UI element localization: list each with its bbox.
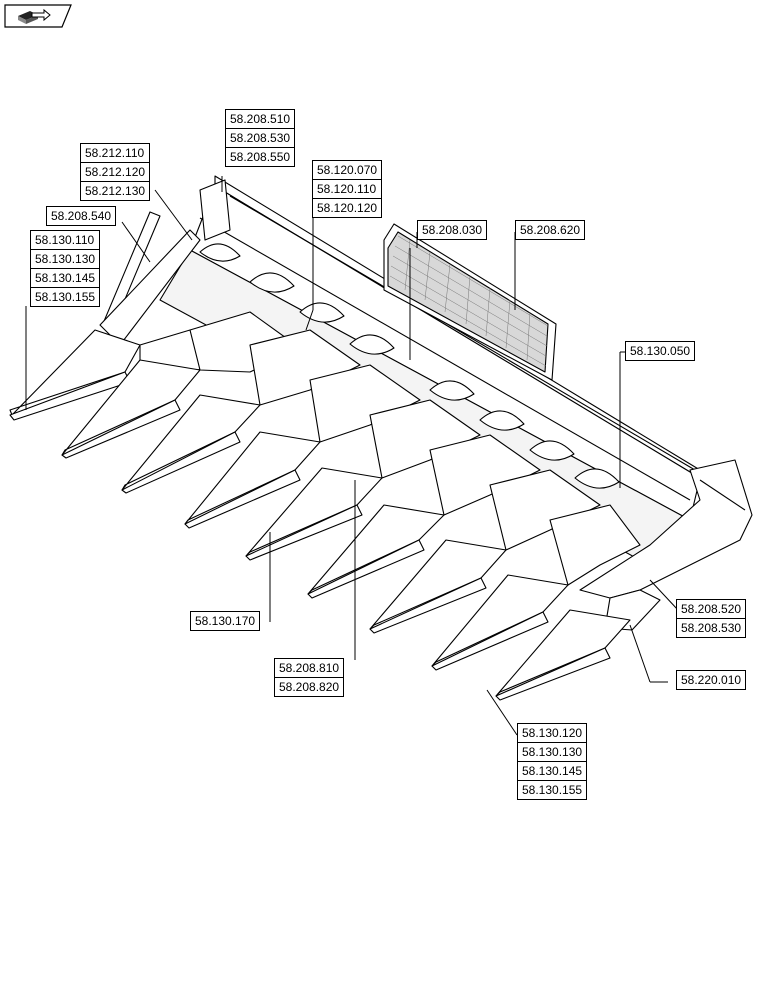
- callout-left-stack: 58.130.110 58.130.130 58.130.145 58.130.…: [30, 230, 101, 307]
- part-ref-link[interactable]: 58.130.120: [518, 724, 587, 743]
- callout-bottom-mid: 58.208.810 58.208.820: [274, 658, 345, 697]
- part-ref-link[interactable]: 58.130.145: [518, 762, 587, 781]
- part-ref-link[interactable]: 58.208.550: [230, 150, 291, 164]
- part-ref-link[interactable]: 58.130.145: [31, 269, 100, 288]
- part-ref-link[interactable]: 58.208.820: [279, 680, 340, 694]
- part-ref-link[interactable]: 58.208.510: [226, 110, 295, 129]
- callout-screen: 58.208.620: [515, 220, 586, 240]
- callout-mid-top: 58.120.070 58.120.110 58.120.120: [312, 160, 383, 218]
- callout-back-panel: 58.208.030: [417, 220, 488, 240]
- part-ref-link[interactable]: 58.130.050: [630, 344, 691, 358]
- part-ref-link[interactable]: 58.208.530: [226, 129, 295, 148]
- back-screen: [383, 223, 557, 381]
- part-ref-link[interactable]: 58.212.120: [81, 163, 150, 182]
- part-ref-link[interactable]: 58.130.130: [518, 743, 587, 762]
- part-ref-link[interactable]: 58.130.130: [31, 250, 100, 269]
- row-units: [9, 311, 641, 701]
- part-ref-link[interactable]: 58.212.130: [85, 184, 146, 198]
- book-arrow-icon: [18, 8, 51, 24]
- part-ref-link[interactable]: 58.208.620: [520, 223, 581, 237]
- callout-right-side: 58.208.520 58.208.530: [676, 599, 747, 638]
- part-ref-link[interactable]: 58.212.110: [81, 144, 150, 163]
- part-ref-link[interactable]: 58.208.810: [275, 659, 344, 678]
- part-ref-link[interactable]: 58.208.540: [51, 209, 112, 223]
- part-ref-link[interactable]: 58.120.110: [313, 180, 382, 199]
- callout-top-center: 58.208.510 58.208.530 58.208.550: [225, 109, 296, 167]
- part-ref-link[interactable]: 58.130.170: [195, 614, 256, 628]
- callout-top-left: 58.212.110 58.212.120 58.212.130: [80, 143, 151, 201]
- part-ref-link[interactable]: 58.130.155: [522, 783, 583, 797]
- part-ref-link[interactable]: 58.120.120: [317, 201, 378, 215]
- callout-bottom-left: 58.130.170: [190, 611, 261, 631]
- part-ref-link[interactable]: 58.120.070: [313, 161, 382, 180]
- part-ref-link[interactable]: 58.130.155: [35, 290, 96, 304]
- part-ref-link[interactable]: 58.208.530: [681, 621, 742, 635]
- callout-right-lower: 58.220.010: [676, 670, 747, 690]
- callout-bottom-right: 58.130.120 58.130.130 58.130.145 58.130.…: [517, 723, 588, 800]
- part-ref-link[interactable]: 58.130.110: [31, 231, 100, 250]
- nav-tab[interactable]: [4, 4, 72, 28]
- part-ref-link[interactable]: 58.208.520: [677, 600, 746, 619]
- left-end: [99, 179, 231, 346]
- part-ref-link[interactable]: 58.220.010: [681, 673, 742, 687]
- part-ref-link[interactable]: 58.208.030: [422, 223, 483, 237]
- callout-right-auger: 58.130.050: [625, 341, 696, 361]
- leader-lines: [25, 176, 679, 736]
- callout-left-single: 58.208.540: [46, 206, 117, 226]
